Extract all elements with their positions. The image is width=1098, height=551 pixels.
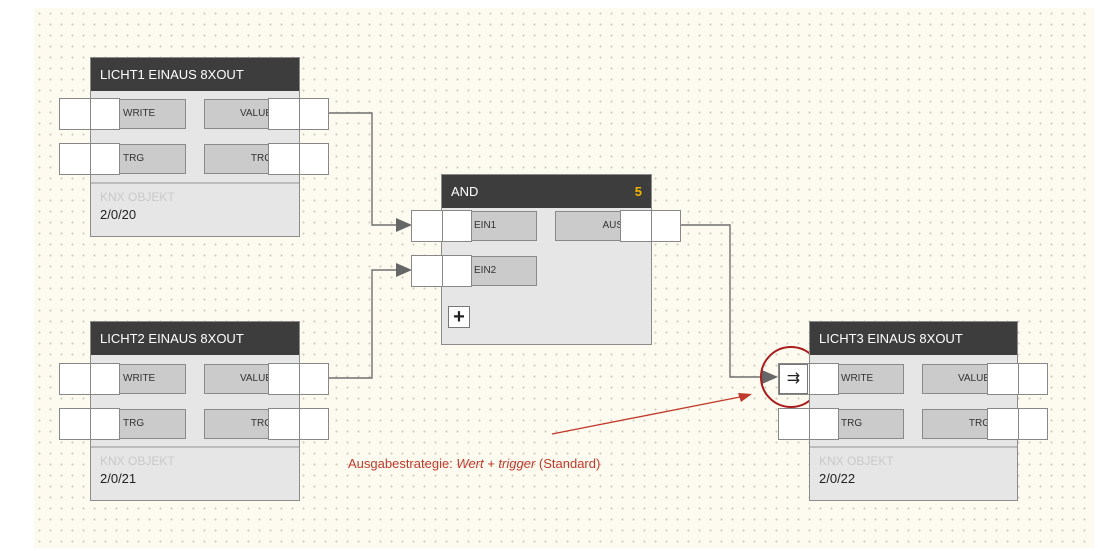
output-connector-value[interactable] — [268, 363, 329, 395]
licht2-node[interactable]: LICHT2 EINAUS 8XOUT KNX OBJEKT 2/0/21 — [90, 321, 300, 501]
annotation-arrowhead — [738, 393, 752, 402]
group-address: 2/0/21 — [100, 471, 137, 486]
annotation-arrow-line — [551, 395, 746, 435]
output-connector-aus[interactable] — [620, 210, 681, 242]
node-type-label: KNX OBJEKT — [100, 190, 175, 204]
annotation-italic: Wert + trigger — [456, 456, 536, 471]
node-footer: KNX OBJEKT 2/0/22 — [810, 446, 1017, 500]
strategy-annotation: Ausgabestrategie: Wert + trigger (Standa… — [348, 456, 600, 471]
input-connector-write[interactable] — [59, 98, 120, 130]
input-connector-trg[interactable] — [778, 408, 839, 440]
output-connector-value[interactable] — [987, 363, 1048, 395]
input-connector-trg[interactable] — [59, 143, 120, 175]
wire-and-aus-to-licht3-write[interactable] — [680, 224, 764, 378]
input-connector-ein2[interactable] — [411, 255, 472, 287]
arrow-and-ein1 — [396, 218, 412, 232]
input-port-ein1[interactable]: EIN1 — [463, 211, 537, 241]
input-port-trg[interactable]: TRG — [112, 144, 186, 174]
input-connector-ein1[interactable] — [411, 210, 472, 242]
node-title[interactable]: LICHT3 EINAUS 8XOUT — [810, 322, 1017, 355]
add-input-button[interactable]: + — [448, 306, 470, 328]
output-port-value[interactable]: VALUE — [204, 364, 276, 394]
output-port-trg[interactable]: TRG — [922, 409, 994, 439]
input-port-ein2[interactable]: EIN2 — [463, 256, 537, 286]
input-port-write[interactable]: WRITE — [112, 99, 186, 129]
node-footer: KNX OBJEKT 2/0/21 — [91, 446, 299, 500]
output-port-aus[interactable]: AUS — [555, 211, 627, 241]
output-port-trg[interactable]: TRG — [204, 144, 276, 174]
output-port-value[interactable]: VALUE — [204, 99, 276, 129]
node-title-text: AND — [451, 184, 479, 199]
group-address: 2/0/22 — [819, 471, 856, 486]
output-connector-trg[interactable] — [268, 408, 329, 440]
arrow-licht3-write — [762, 370, 778, 384]
output-port-trg[interactable]: TRG — [204, 409, 276, 439]
node-type-label: KNX OBJEKT — [819, 454, 894, 468]
input-port-trg[interactable]: TRG — [830, 409, 904, 439]
node-footer: KNX OBJEKT 2/0/20 — [91, 182, 299, 236]
output-connector-trg[interactable] — [987, 408, 1048, 440]
input-port-write[interactable]: WRITE — [830, 364, 904, 394]
input-connector-trg[interactable] — [59, 408, 120, 440]
node-title[interactable]: LICHT2 EINAUS 8XOUT — [91, 322, 299, 355]
output-connector-trg[interactable] — [268, 143, 329, 175]
output-port-value[interactable]: VALUE — [922, 364, 994, 394]
input-port-write[interactable]: WRITE — [112, 364, 186, 394]
input-connector-write[interactable] — [59, 363, 120, 395]
output-connector-value[interactable] — [268, 98, 329, 130]
wire-licht2-value-to-and-ein2[interactable] — [328, 269, 398, 379]
node-number: 5 — [634, 184, 642, 199]
node-title[interactable]: AND 5 — [442, 175, 651, 208]
output-strategy-icon[interactable]: ⇉ — [779, 364, 808, 394]
wire-licht1-value-to-and-ein1[interactable] — [328, 112, 398, 226]
arrow-and-ein2 — [396, 263, 412, 277]
group-address: 2/0/20 — [100, 207, 137, 222]
annotation-suffix: (Standard) — [535, 456, 601, 471]
node-title[interactable]: LICHT1 EINAUS 8XOUT — [91, 58, 299, 91]
input-port-trg[interactable]: TRG — [112, 409, 186, 439]
node-type-label: KNX OBJEKT — [100, 454, 175, 468]
annotation-prefix: Ausgabestrategie: — [348, 456, 457, 471]
